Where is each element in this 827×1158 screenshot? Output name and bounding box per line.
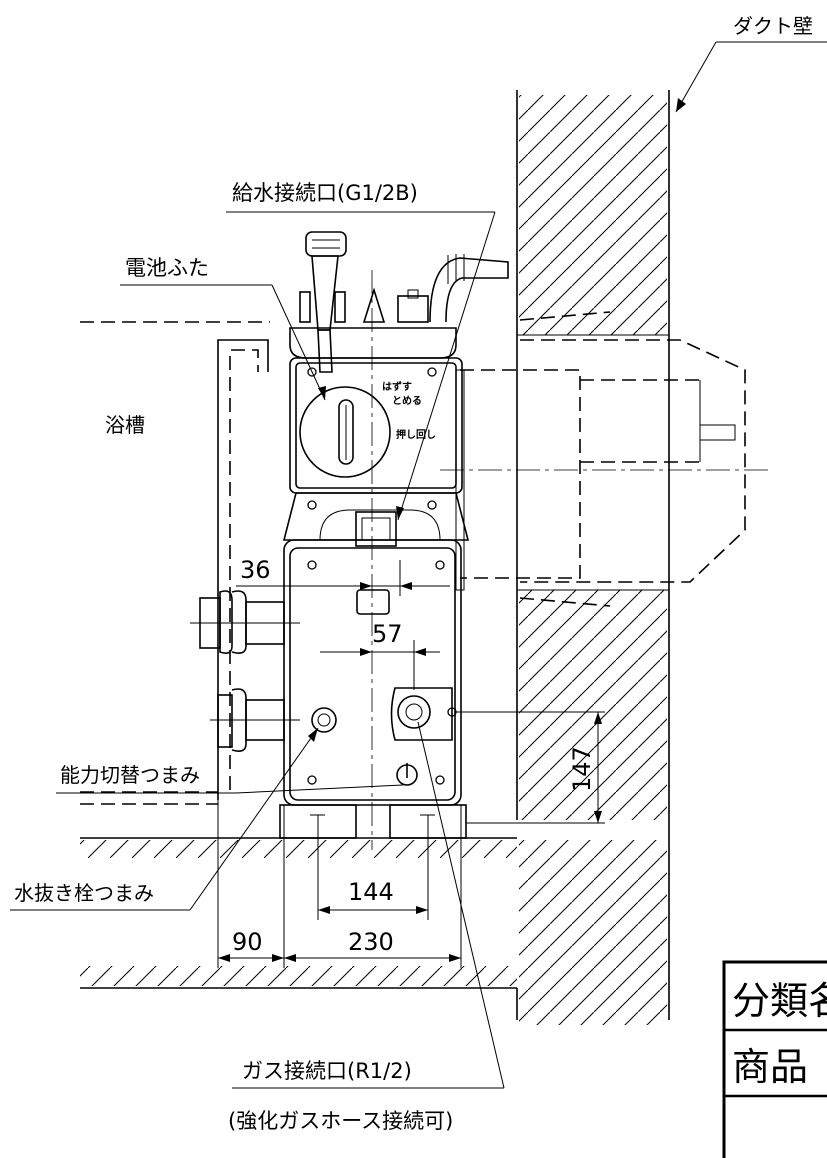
dim-144: 144 (348, 878, 394, 906)
dimensions: 36 57 147 144 90 230 (217, 556, 605, 968)
title-product: 商品 (732, 1045, 808, 1089)
shower-and-fittings (299, 231, 509, 373)
exhaust-duct (440, 311, 770, 607)
water-heater-unit: はずす とめる 押し回し (279, 270, 470, 850)
dim-90: 90 (232, 928, 263, 956)
duct-wall (516, 90, 670, 1025)
stop-label: とめる (392, 395, 422, 407)
remove-label: はずす (382, 380, 412, 393)
title-block: 分類名 商品 (722, 960, 827, 1158)
dim-230: 230 (348, 928, 394, 956)
duct-wall-callout: ダクト壁 (675, 14, 827, 113)
gas-hose-note: (強化ガスホース接続可) (228, 1109, 453, 1133)
bathtub-outline: 浴槽 (80, 321, 270, 805)
water-inlet-label: 給水接続口(G1/2B) (232, 181, 418, 205)
bathtub-label: 浴槽 (105, 413, 145, 437)
battery-cover-label: 電池ふた (125, 256, 209, 280)
left-connectors (190, 590, 300, 752)
dim-57: 57 (372, 620, 403, 648)
capacity-switch-knob-label: 能力切替つまみ (60, 763, 200, 787)
dim-36: 36 (240, 556, 271, 584)
callouts: 給水接続口(G1/2B) 電池ふた 水抜き栓つまみ 能力切替つまみ ガス接続口(… (10, 181, 505, 1133)
title-category: 分類名 (732, 979, 827, 1023)
duct-wall-label: ダクト壁 (733, 14, 813, 38)
gas-inlet-label: ガス接続口(R1/2) (242, 1059, 412, 1083)
drain-plug-knob-label: 水抜き栓つまみ (14, 881, 154, 905)
push-turn-label: 押し回し (396, 428, 436, 441)
dim-147: 147 (568, 746, 596, 792)
